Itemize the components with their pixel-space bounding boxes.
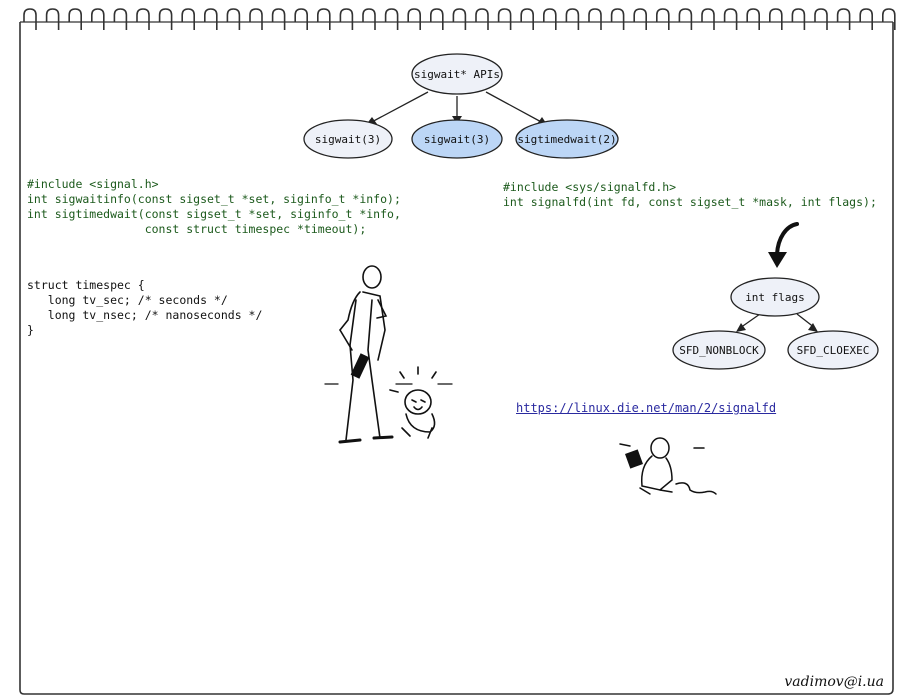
page-border xyxy=(19,22,894,695)
spiral-loop xyxy=(339,8,354,30)
sigwaitinfo-code: #include <signal.h> int sigwaitinfo(cons… xyxy=(27,177,401,236)
spiral-loop xyxy=(249,8,263,30)
spiral-loop xyxy=(91,8,105,30)
spiral-loop xyxy=(430,8,444,30)
api-tree-edges xyxy=(367,91,546,125)
spiral-loop xyxy=(204,8,218,30)
spiral-loop xyxy=(158,8,173,30)
node-flags: int flags xyxy=(730,277,820,317)
node-sfd-nonblock-label: SFD_NONBLOCK xyxy=(679,344,759,357)
spiral-loop xyxy=(497,8,512,30)
node-child-3: sigtimedwait(2) xyxy=(515,119,619,159)
spiral-loop xyxy=(475,8,489,30)
node-sfd-nonblock: SFD_NONBLOCK xyxy=(672,330,766,370)
spiral-loop xyxy=(181,8,195,30)
spiral-loop xyxy=(723,8,738,30)
spiral-loop xyxy=(317,8,331,30)
signalfd-man-link[interactable]: https://linux.die.net/man/2/signalfd xyxy=(516,401,777,415)
spiral-loop xyxy=(588,8,602,30)
signalfd-code: #include <sys/signalfd.h> int signalfd(i… xyxy=(503,180,877,209)
spiral-loop xyxy=(701,8,715,30)
spiral-loop xyxy=(882,8,896,30)
spiral-loop xyxy=(543,8,557,30)
spiral-loop xyxy=(814,8,828,30)
node-sfd-cloexec: SFD_CLOEXEC xyxy=(787,330,879,370)
node-child-1: sigwait(3) xyxy=(303,119,393,159)
spiral-loop xyxy=(610,8,625,30)
spiral-loop xyxy=(656,8,670,30)
node-child-2: sigwait(3) xyxy=(411,119,503,159)
node-child-2-label: sigwait(3) xyxy=(424,133,490,146)
spiral-loop xyxy=(565,8,580,30)
spiral-loop xyxy=(678,8,693,30)
spiral-loop xyxy=(384,8,399,30)
spiral-loop xyxy=(859,8,873,30)
spiral-loop xyxy=(452,8,467,30)
spiral-loop xyxy=(294,8,308,30)
spiral-loop xyxy=(769,8,783,30)
sitting-figure-illustration xyxy=(619,437,717,495)
spiral-loop xyxy=(407,8,421,30)
spiral-loop xyxy=(836,8,851,30)
spiral-loop xyxy=(136,8,150,30)
curved-arrow-head xyxy=(768,252,787,268)
spiral-loop xyxy=(362,8,376,30)
spiral-loop xyxy=(226,8,241,30)
node-flags-label: int flags xyxy=(745,291,805,304)
spiral-loop xyxy=(113,8,128,30)
node-root-label: sigwait* APIs xyxy=(414,68,500,81)
spiral-loop xyxy=(633,8,647,30)
spiral-loop xyxy=(271,8,286,30)
node-root: sigwait* APIs xyxy=(411,53,503,95)
spiral-binding xyxy=(23,8,896,30)
spiral-loop xyxy=(23,8,37,30)
spiral-loop xyxy=(68,8,82,30)
node-child-1-label: sigwait(3) xyxy=(315,133,381,146)
spiral-loop xyxy=(45,8,60,30)
flags-arrowheads xyxy=(736,323,818,332)
node-sfd-cloexec-label: SFD_CLOEXEC xyxy=(797,344,870,357)
spiral-loop xyxy=(746,8,760,30)
man-and-baby-illustration xyxy=(324,265,453,444)
author-signature: vadimov@i.ua xyxy=(784,674,884,690)
spiral-loop xyxy=(520,8,534,30)
curved-arrow xyxy=(775,222,799,256)
node-child-3-label: sigtimedwait(2) xyxy=(517,133,616,146)
timespec-code: struct timespec { long tv_sec; /* second… xyxy=(27,278,263,337)
spiral-loop xyxy=(791,8,806,30)
